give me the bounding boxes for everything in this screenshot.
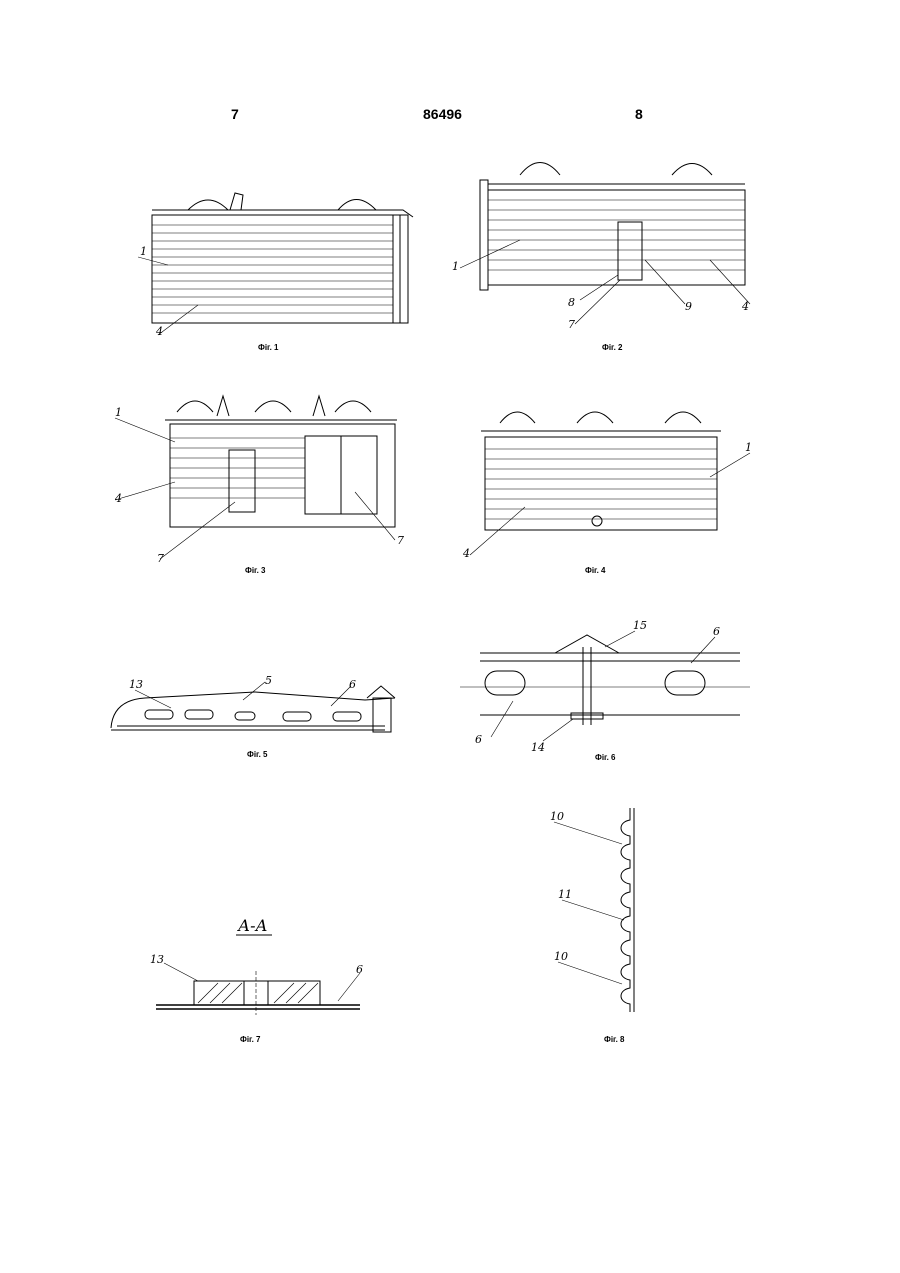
figure-5-label: 13 (129, 678, 143, 691)
figure-6-caption: Фіг. 6 (595, 753, 615, 762)
figure-6: 15 6 6 14 Фіг. 6 (455, 605, 760, 770)
figure-3-label: 7 (157, 552, 164, 565)
figure-4-caption: Фіг. 4 (585, 566, 605, 575)
section-title: А-А (237, 916, 268, 935)
figure-2-caption: Фіг. 2 (602, 343, 622, 352)
figure-3: 1 4 7 7 Фіг. 3 (105, 382, 423, 582)
figure-5: 13 5 6 Фіг. 5 (105, 640, 415, 770)
page-number-left: 7 (231, 106, 239, 122)
page-number-right: 8 (635, 106, 643, 122)
figure-8-label: 11 (558, 888, 572, 901)
figure-3-caption: Фіг. 3 (245, 566, 265, 575)
figure-2-label: 8 (568, 296, 575, 309)
figure-6-drawing: 15 6 6 14 (455, 605, 760, 770)
figure-2-drawing: 1 8 7 9 4 (440, 140, 770, 360)
figure-6-label: 6 (475, 733, 482, 746)
figure-8-caption: Фіг. 8 (604, 1035, 624, 1044)
figure-8-drawing: 10 11 10 (530, 800, 680, 1055)
figure-3-label: 4 (114, 492, 122, 505)
figure-7-label: 6 (356, 963, 363, 976)
figure-7: А-А 13 6 Фіг. 7 (138, 905, 383, 1060)
figure-8: 10 11 10 Фіг. 8 (530, 800, 680, 1055)
figure-4-label: 1 (745, 441, 752, 454)
figure-4: 1 4 Фіг. 4 (455, 385, 775, 585)
figure-4-drawing: 1 4 (455, 385, 775, 585)
figure-8-label: 10 (554, 950, 568, 963)
figure-3-label: 7 (397, 534, 404, 547)
figure-2-label: 1 (452, 260, 459, 273)
figure-6-label: 6 (713, 625, 720, 638)
figure-6-label: 15 (633, 619, 647, 632)
figure-2-label: 4 (741, 300, 749, 313)
figure-2: 1 8 7 9 4 Фіг. 2 (440, 140, 770, 360)
figure-1-label: 4 (155, 325, 163, 338)
figure-7-label: 13 (150, 953, 164, 966)
figure-3-drawing: 1 4 7 7 (105, 382, 423, 582)
figure-1-label: 1 (140, 245, 147, 258)
figure-5-label: 6 (349, 678, 356, 691)
figure-1-caption: Фіг. 1 (258, 343, 278, 352)
figure-7-drawing: А-А 13 6 (138, 905, 383, 1060)
figure-6-label: 14 (531, 741, 545, 754)
patent-number: 86496 (423, 106, 462, 122)
figure-7-caption: Фіг. 7 (240, 1035, 260, 1044)
figure-5-caption: Фіг. 5 (247, 750, 267, 759)
figure-1-drawing: 1 4 (138, 185, 428, 360)
figure-8-label: 10 (550, 810, 564, 823)
figure-5-label: 5 (265, 674, 272, 687)
figure-3-label: 1 (115, 406, 122, 419)
figure-2-label: 7 (568, 318, 575, 331)
figure-1: 1 4 Фіг. 1 (138, 185, 428, 360)
figure-2-label: 9 (685, 300, 692, 313)
figure-4-label: 4 (462, 547, 470, 560)
